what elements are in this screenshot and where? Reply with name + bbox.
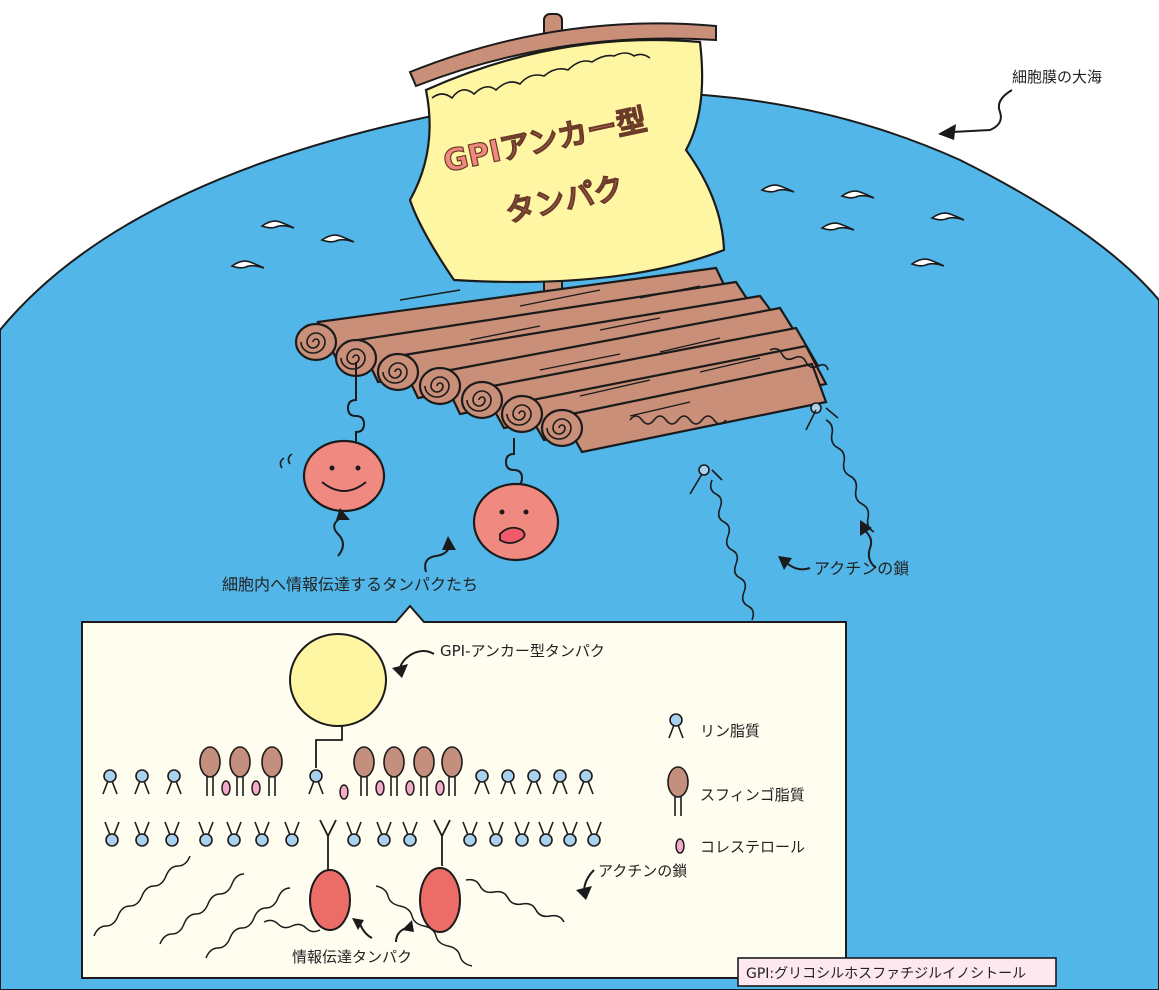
legend-label: スフィンゴ脂質 bbox=[700, 786, 805, 804]
arrow-head-icon bbox=[938, 124, 956, 140]
membrane-sea-label: 細胞膜の大海 bbox=[1012, 68, 1102, 86]
glossary-text: GPI:グリコシルホスファチジルイノシトール bbox=[746, 966, 1026, 982]
gpi-protein-label: GPI-アンカー型タンパク bbox=[440, 642, 605, 660]
gpi-protein-circle bbox=[290, 634, 386, 726]
actin-chain-label-panel: アクチンの鎖 bbox=[598, 862, 687, 880]
cholesterol-icon bbox=[676, 839, 684, 853]
actin-chain-label-top: アクチンの鎖 bbox=[814, 559, 909, 578]
pointer-arrow bbox=[952, 90, 1012, 132]
legend-label: リン脂質 bbox=[700, 722, 760, 740]
legend-label: コレステロール bbox=[700, 838, 805, 856]
signal-protein-label: 情報伝達タンパク bbox=[292, 948, 412, 966]
signal-proteins-label: 細胞内へ情報伝達するタンパクたち bbox=[222, 575, 478, 594]
